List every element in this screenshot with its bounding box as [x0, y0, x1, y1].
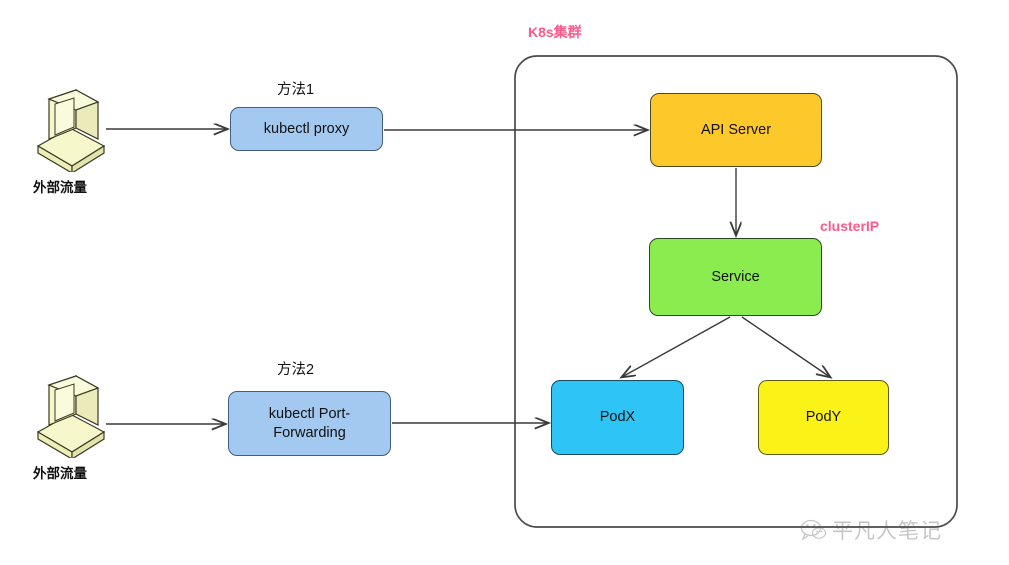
watermark: 平凡人笔记 [800, 515, 942, 545]
external-traffic-label-top: 外部流量 [33, 180, 87, 195]
edge-service-to-pody [741, 316, 830, 377]
method-1-caption: 方法1 [277, 82, 315, 98]
wechat-icon [800, 519, 826, 541]
node-pod-x[interactable]: PodX [551, 380, 684, 455]
node-kubectl-port-forwarding[interactable]: kubectl Port-Forwarding [228, 391, 391, 456]
external-traffic-label-bottom: 外部流量 [33, 466, 87, 481]
clusterip-label: clusterIP [820, 218, 880, 234]
node-api-server[interactable]: API Server [650, 93, 822, 167]
node-kubectl-proxy[interactable]: kubectl proxy [230, 107, 383, 151]
computer-icon [36, 374, 106, 458]
computer-icon [36, 88, 106, 172]
watermark-text: 平凡人笔记 [832, 519, 942, 543]
method-2-caption: 方法2 [277, 362, 315, 378]
k8s-cluster-label: K8s集群 [528, 24, 582, 40]
node-pod-y[interactable]: PodY [758, 380, 889, 455]
edge-service-to-podx [622, 316, 731, 377]
k8s-cluster-boundary [514, 55, 958, 528]
node-service[interactable]: Service [649, 238, 822, 316]
